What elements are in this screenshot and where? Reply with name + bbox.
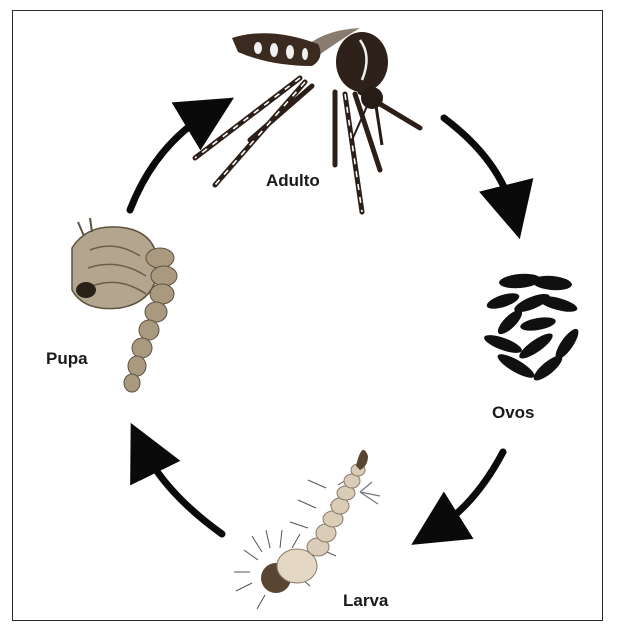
eggs-icon [482,272,582,384]
label-ovos: Ovos [492,403,535,423]
label-pupa: Pupa [46,349,88,369]
arrow-larva-to-pupa [143,448,222,534]
label-adulto: Adulto [266,171,320,191]
arrow-adulto-to-ovos [444,118,513,212]
larva-icon [234,450,380,609]
label-larva: Larva [343,591,388,611]
arrow-ovos-to-larva [435,452,503,530]
arrow-pupa-to-adulto [130,112,210,210]
